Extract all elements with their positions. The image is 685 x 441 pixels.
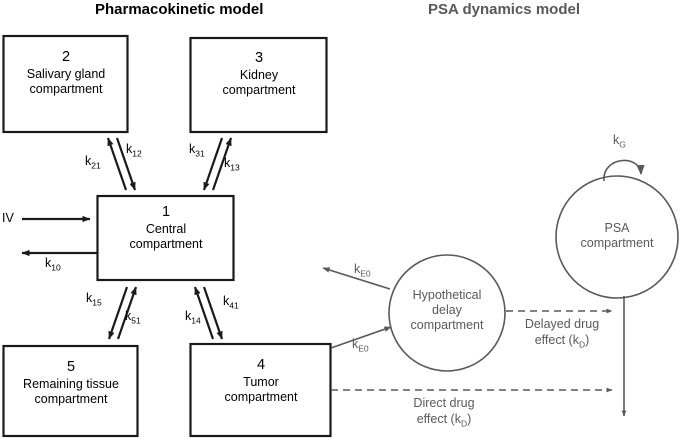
- title-pharmacokinetic-model: Pharmacokinetic model: [95, 1, 264, 18]
- box-compartment-5: [2, 344, 139, 438]
- compartment-5-name: Remaining tissue: [23, 377, 119, 391]
- compartment-3-name-2: compartment: [222, 83, 296, 97]
- box-compartment-4: [189, 342, 332, 438]
- compartment-2-name-2: compartment: [29, 82, 103, 96]
- direct-effect-sub: D: [460, 418, 468, 429]
- ke0-bottom-base: k: [352, 337, 359, 351]
- compartment-4-name: Tumor: [243, 375, 279, 389]
- arrow-k15: [107, 286, 129, 340]
- k51-sub: 51: [131, 315, 141, 326]
- k12-base: k: [126, 142, 133, 156]
- k15-sub: 15: [92, 297, 102, 308]
- label-psa-compartment: PSA compartment: [559, 221, 675, 251]
- box-compartment-1: [96, 194, 235, 282]
- k41-base: k: [223, 294, 230, 308]
- k41-sub: 41: [229, 300, 239, 311]
- label-k10: k10: [45, 256, 61, 273]
- delayed-effect-post: ): [585, 333, 590, 347]
- label-compartment-2: 2 Salivary gland compartment: [5, 50, 127, 97]
- compartment-2-number: 2: [61, 49, 71, 65]
- k21-sub: 21: [91, 160, 101, 171]
- k13-sub: 13: [230, 162, 240, 173]
- circle-hypothetical-delay-compartment: [388, 254, 506, 372]
- label-hypothetical-delay-compartment: Hypothetical delay compartment: [389, 288, 505, 333]
- circle-psa-compartment: [555, 175, 679, 299]
- arrow-ke0-top: [322, 267, 391, 290]
- label-iv-input: IV: [2, 211, 14, 225]
- direct-effect-line-1: Direct drug: [413, 396, 475, 410]
- arrow-kg-self-loop: [603, 159, 645, 182]
- title-psa-dynamics-model: PSA dynamics model: [428, 1, 580, 18]
- compartment-5-number: 5: [66, 359, 76, 375]
- arrow-k12: [115, 137, 137, 191]
- arrow-ke0-bottom: [330, 326, 392, 349]
- compartment-2-name: Salivary gland: [26, 67, 106, 81]
- kg-sub: G: [619, 139, 626, 150]
- arrow-k31: [202, 137, 224, 191]
- compartment-1-name-2: compartment: [129, 237, 203, 251]
- delay-line-2: delay: [432, 303, 462, 317]
- k12-sub: 12: [132, 148, 142, 159]
- compartment-4-number: 4: [256, 357, 266, 373]
- ke0-bottom-sub: E0: [358, 343, 369, 354]
- compartment-3-number: 3: [254, 50, 264, 66]
- label-k51: k51: [125, 309, 141, 326]
- compartment-3-name: Kidney: [239, 68, 279, 82]
- arrow-k13: [211, 137, 233, 191]
- label-direct-drug-effect: Direct drug effect (kD): [389, 395, 499, 432]
- k15-base: k: [86, 291, 93, 305]
- kg-base: k: [613, 133, 620, 147]
- label-compartment-1: 1 Central compartment: [99, 205, 233, 252]
- k10-sub: 10: [51, 262, 61, 273]
- arrow-k21: [106, 137, 128, 191]
- label-k15: k15: [86, 291, 102, 308]
- k51-base: k: [125, 309, 132, 323]
- label-k14: k14: [185, 309, 201, 326]
- label-kg: kG: [613, 133, 626, 150]
- k21-base: k: [85, 154, 92, 168]
- label-compartment-4: 4 Tumor compartment: [192, 358, 330, 405]
- delayed-effect-sub: D: [578, 339, 586, 350]
- delayed-effect-line-1: Delayed drug: [524, 317, 600, 331]
- label-k12: k12: [126, 142, 142, 159]
- label-k13: k13: [224, 156, 240, 173]
- label-compartment-5: 5 Remaining tissue compartment: [5, 360, 137, 407]
- label-k41: k41: [223, 294, 239, 311]
- label-k21: k21: [85, 154, 101, 171]
- box-compartment-2: [2, 34, 129, 134]
- direct-effect-post: ): [467, 412, 472, 426]
- k31-base: k: [189, 142, 196, 156]
- arrow-k51: [116, 286, 138, 340]
- ke0-top-base: k: [354, 262, 361, 276]
- compartment-4-name-2: compartment: [224, 390, 298, 404]
- label-ke0-top: kE0: [354, 262, 371, 279]
- direct-effect-pre: effect (k: [416, 412, 461, 426]
- k14-sub: 14: [191, 315, 201, 326]
- label-k31: k31: [189, 142, 205, 159]
- direct-effect-line-2: effect (kD): [416, 412, 472, 429]
- ke0-top-sub: E0: [360, 268, 371, 279]
- delay-line-3: compartment: [410, 318, 484, 332]
- label-compartment-3: 3 Kidney compartment: [192, 51, 326, 98]
- arrow-k14: [202, 286, 224, 340]
- label-delayed-drug-effect: Delayed drug effect (kD): [507, 316, 617, 353]
- label-ke0-bottom: kE0: [352, 337, 369, 354]
- delayed-effect-pre: effect (k: [534, 333, 579, 347]
- arrow-k41: [193, 286, 215, 340]
- delay-line-1: Hypothetical: [412, 288, 482, 302]
- k10-base: k: [45, 256, 52, 270]
- delayed-effect-line-2: effect (kD): [534, 333, 590, 350]
- compartment-1-name: Central: [145, 222, 187, 236]
- k31-sub: 31: [195, 148, 205, 159]
- psa-line-2: compartment: [580, 236, 654, 250]
- box-compartment-3: [189, 36, 328, 134]
- psa-line-1: PSA: [604, 221, 630, 235]
- compartment-1-number: 1: [161, 204, 171, 220]
- compartment-5-name-2: compartment: [34, 392, 108, 406]
- k13-base: k: [224, 156, 231, 170]
- k14-base: k: [185, 309, 192, 323]
